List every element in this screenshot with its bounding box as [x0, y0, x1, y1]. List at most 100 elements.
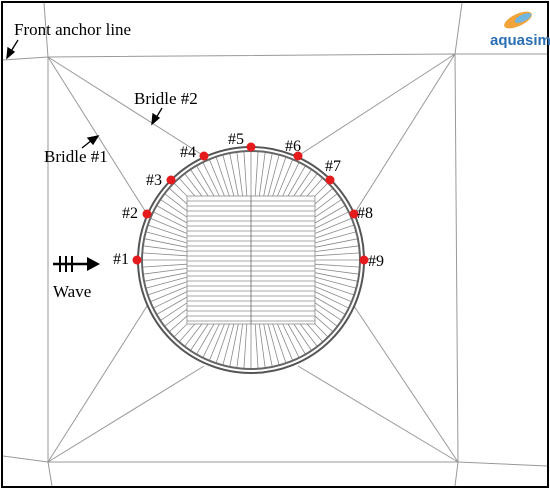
net-spoke: [178, 177, 196, 197]
bridle-2-arrowhead: [151, 112, 161, 126]
front-anchor-line-label: Front anchor line: [14, 20, 131, 39]
bridle-br-a: [297, 365, 459, 463]
measurement-point-5: [246, 142, 256, 152]
callout-arrows: [6, 39, 163, 149]
net-spoke: [259, 151, 266, 197]
net-spoke: [314, 205, 346, 224]
net-spoke: [314, 252, 360, 257]
net-spoke: [147, 224, 188, 239]
net-spoke: [314, 323, 329, 338]
net-spoke: [142, 245, 188, 252]
net-spoke: [314, 231, 357, 244]
net-spoke: [314, 245, 360, 252]
anchor-line-bl-bottom: [47, 461, 53, 487]
net-spoke: [282, 323, 300, 358]
net-spoke: [299, 173, 318, 197]
measurement-point-6: [293, 151, 303, 161]
net-spoke: [282, 162, 300, 197]
net-spoke: [190, 169, 209, 197]
net-spoke: [314, 224, 355, 239]
net-spoke: [314, 193, 338, 212]
net-spoke: [144, 272, 188, 282]
measurement-point-label-9: #9: [368, 253, 384, 270]
measurement-point-label-8: #8: [357, 205, 373, 222]
measurement-point-label-7: #7: [325, 158, 341, 175]
net-spoke: [314, 286, 352, 303]
measurement-point-label-4: #4: [180, 144, 196, 161]
net-spoke: [184, 173, 203, 197]
fish-cage: [137, 146, 365, 374]
net-spoke: [259, 323, 266, 369]
net-spoke: [156, 296, 188, 315]
net-spoke: [208, 323, 225, 361]
net-spoke: [314, 308, 338, 327]
measurement-point-8: [349, 209, 359, 219]
net-spoke: [314, 268, 360, 275]
measurement-point-3: [166, 175, 176, 185]
net-spoke: [142, 268, 188, 275]
net-spoke: [314, 187, 334, 205]
net-spoke: [222, 154, 235, 197]
net-spoke: [142, 263, 188, 268]
bridle-1-arrowhead: [86, 135, 100, 146]
measurement-point-label-2: #2: [122, 205, 138, 222]
bridle-bl-a: [47, 305, 148, 463]
net-spoke: [236, 323, 243, 369]
measurement-point-9: [359, 255, 369, 265]
net-spoke: [293, 169, 312, 197]
net-spoke: [263, 323, 273, 367]
net-spoke: [236, 151, 243, 197]
net-spoke: [314, 276, 357, 289]
net-spoke: [272, 323, 287, 364]
net-spoke: [144, 238, 188, 248]
net-spoke: [314, 211, 349, 229]
net-spoke: [150, 286, 188, 303]
net-spoke: [173, 182, 188, 197]
bridle-2-line: [47, 56, 205, 157]
anchor-line-tl-top: [43, 2, 49, 58]
bridle-br-b: [353, 305, 459, 463]
net-spoke: [145, 276, 188, 289]
net-spoke: [243, 151, 248, 197]
net-spoke: [263, 153, 273, 197]
net-spoke: [277, 323, 294, 361]
wave-label: Wave: [53, 282, 91, 301]
net-spoke: [314, 315, 334, 333]
aquasim-logo: aquasim: [490, 11, 550, 49]
net-spoke: [314, 182, 329, 197]
net-spoke: [147, 281, 188, 296]
bridle-2-label: Bridle #2: [134, 89, 198, 108]
anchor-line-br-right: [457, 461, 548, 467]
net-spoke: [314, 217, 352, 234]
net-spoke: [153, 211, 188, 229]
net-spoke: [314, 272, 358, 282]
net-spoke: [306, 323, 324, 343]
measurement-point-label-3: #3: [146, 172, 162, 189]
net-spoke: [184, 323, 203, 347]
net-spoke: [314, 296, 346, 315]
cage-net-spokes: [142, 151, 360, 369]
net-spoke: [293, 323, 312, 351]
net-spoke: [272, 156, 287, 197]
net-spoke: [215, 156, 230, 197]
net-spoke: [202, 162, 220, 197]
net-spoke: [314, 263, 360, 268]
net-spoke: [153, 291, 188, 309]
net-spoke: [202, 323, 220, 358]
measurement-point-label-5: #5: [228, 131, 244, 148]
net-spoke: [150, 217, 188, 234]
net-spoke: [168, 315, 188, 333]
bridle-tr-b: [353, 53, 456, 215]
logo-emblem-accent: [514, 13, 532, 23]
net-spoke: [277, 159, 294, 197]
net-spoke: [156, 205, 188, 224]
net-spoke: [287, 165, 306, 197]
net-spoke: [196, 323, 215, 355]
bridle-tr-a: [297, 53, 456, 157]
measurement-point-2: [142, 209, 152, 219]
net-spoke: [178, 323, 196, 343]
net-spoke: [229, 153, 239, 197]
wave-arrow: [53, 256, 100, 272]
measurement-points: #1#2#3#4#5#6#7#8#9: [113, 131, 384, 270]
